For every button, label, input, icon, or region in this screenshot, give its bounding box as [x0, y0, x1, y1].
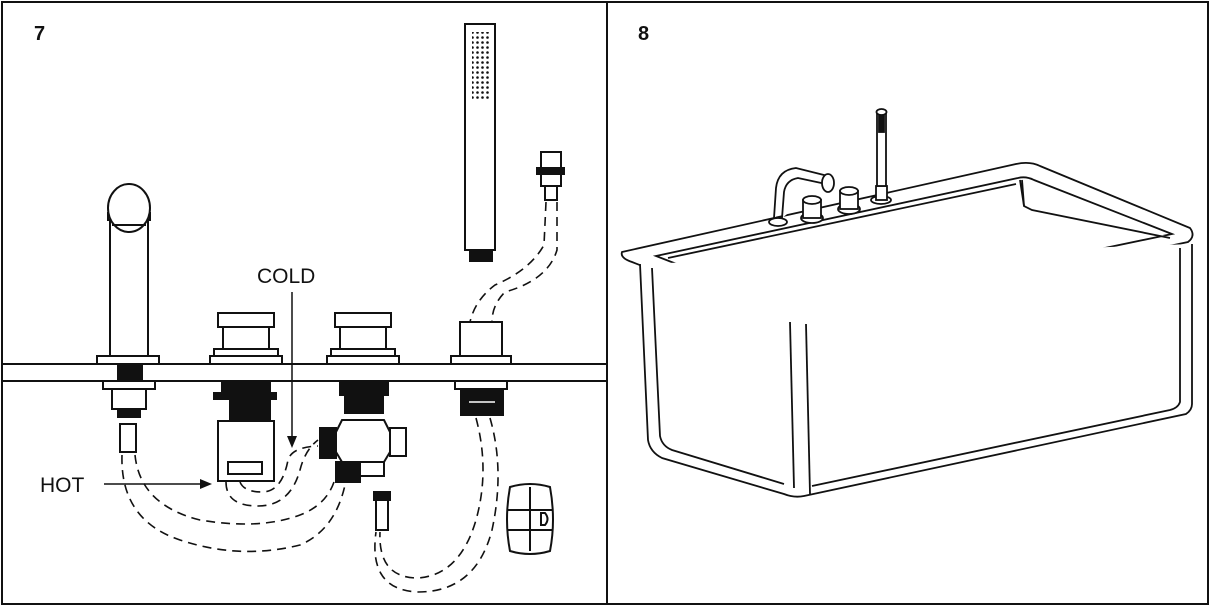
bath-spout — [96, 183, 160, 453]
shower-hose-above-deck — [469, 201, 558, 323]
hoses-below-deck — [121, 417, 499, 593]
deck-surface — [3, 363, 606, 382]
diverter-valve — [450, 321, 512, 416]
hand-shower-head — [464, 23, 496, 262]
step-number-7: 7 — [34, 23, 45, 45]
cold-callout: COLD — [257, 265, 315, 448]
bathtub — [620, 161, 1194, 498]
hot-valve — [209, 312, 283, 482]
cartridge-detail — [506, 483, 554, 555]
hot-label: HOT — [40, 474, 85, 497]
panel-7: 7 — [3, 23, 606, 593]
tub-faucet-set — [768, 108, 892, 227]
hot-callout: HOT — [40, 474, 212, 497]
panel-8: 8 — [620, 23, 1194, 498]
step-number-8: 8 — [638, 23, 649, 45]
cold-label: COLD — [257, 265, 315, 288]
hose-connector — [536, 151, 565, 201]
tail-piece — [373, 491, 391, 531]
cold-valve — [319, 312, 407, 483]
